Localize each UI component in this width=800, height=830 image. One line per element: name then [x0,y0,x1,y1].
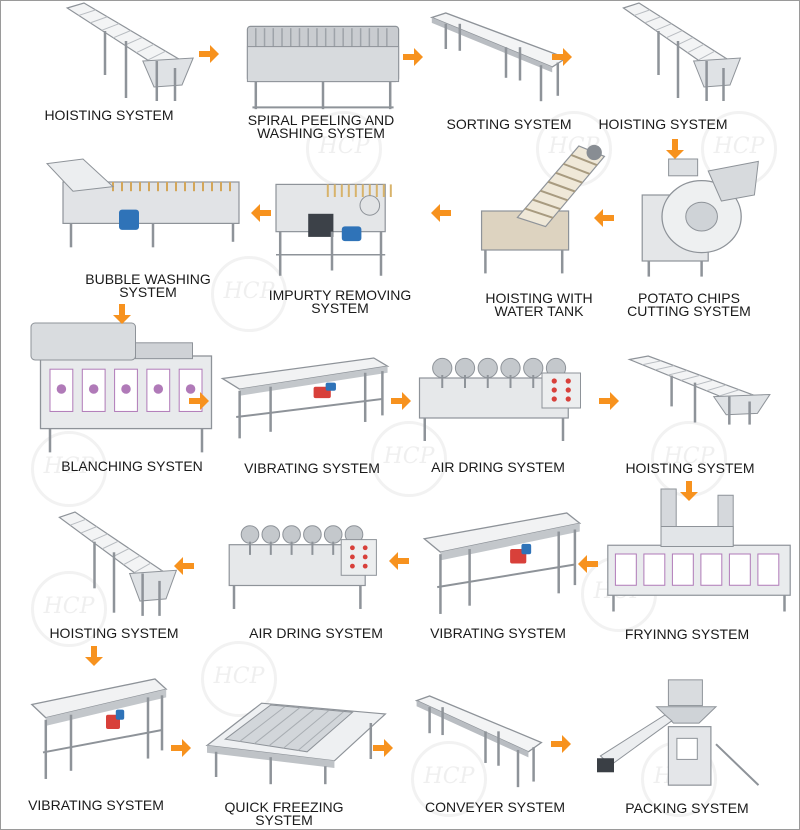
air-dryer-icon [418,357,581,441]
station-label-line: WASHING SYSTEM [257,125,385,141]
flow-arrow-icon [680,481,698,501]
flow-arrow-icon [431,204,451,222]
station-label: CONVEYER SYSTEM [424,799,566,815]
station-label-line: BUBBLE WASHING [85,271,211,287]
vibrating-screen-icon [422,512,582,614]
watermark-logo: HCP [201,641,277,717]
flow-arrow-icon [85,646,103,666]
vibrating-screen-icon [30,678,168,779]
station-label-line: HOISTING SYSTEM [598,116,728,132]
flow-arrow-icon [373,739,393,757]
station-label-line: VIBRATING SYSTEM [430,625,566,641]
belt-conveyor-icon [429,12,568,102]
flow-arrow-icon [189,392,209,410]
station-label-line: IMPURTY REMOVING [268,287,412,303]
flow-arrow-icon [199,45,219,63]
station-label: SORTING SYSTEM [446,116,572,132]
flow-arrow-icon [594,209,614,227]
watermark-logo: HCP [211,256,287,332]
flow-arrow-icon [403,48,423,66]
station-label-line: AIR DRING SYSTEM [431,459,565,475]
station-label: FRYINNG SYSTEM [624,626,750,642]
station-label: VIBRATING SYSTEM [244,460,380,476]
station-label-line: CONVEYER SYSTEM [424,799,566,815]
air-dryer-icon [228,525,377,609]
station-label: BLANCHING SYSTEN [61,458,203,474]
watermark-logo: HCP [31,431,107,507]
station-label: PACKING SYSTEM [625,800,749,816]
station-label: HOISTING SYSTEM [625,460,755,476]
incline-conveyor-icon [65,2,194,101]
station-label-line: WATER TANK [494,303,584,319]
station-label-line: PACKING SYSTEM [625,800,749,816]
impurity-tank-icon [275,183,392,276]
watermark-logo: HCP [371,421,447,497]
station-label-line: VIBRATING SYSTEM [28,797,164,813]
flow-arrow-icon [552,48,572,66]
station-label-line: HOISTING SYSTEM [625,460,755,476]
station-label: HOISTING SYSTEM [49,625,179,641]
flow-arrow-icon [389,552,409,570]
bucket-elevator-icon [480,144,606,274]
flow-arrow-icon [578,555,598,573]
belt-conveyor-icon [414,695,543,788]
flow-arrow-icon [599,392,619,410]
incline-conveyor-icon [58,511,178,616]
station-label-line: BLANCHING SYSTEN [61,458,203,474]
station-label: AIR DRING SYSTEM [249,625,383,641]
station-label-line: SYSTEM [255,812,313,828]
quick-freezer-icon [205,702,387,785]
station-label-line: SPIRAL PEELING AND [247,112,395,128]
flow-arrow-icon [666,139,684,159]
fryer-icon [607,488,791,612]
station-label: VIBRATING SYSTEM [28,797,164,813]
slicer-icon [641,158,759,277]
blancher-icon [30,322,213,453]
packing-machine-icon [597,679,760,786]
flow-arrow-icon [171,739,191,757]
watermark-logo: HCP [411,741,487,817]
station-label-line: CUTTING SYSTEM [627,303,751,319]
station-label-line: HOISTING WITH [485,290,593,306]
station-label-line: AIR DRING SYSTEM [249,625,383,641]
watermark-logo: HCP [31,571,107,647]
vibrating-screen-icon [220,357,390,439]
incline-conveyor-icon [627,355,771,425]
spiral-washer-icon [246,25,400,110]
station-label-line: HOISTING SYSTEM [49,625,179,641]
station-label-line: QUICK FREEZING [224,799,344,815]
station-label-line: SYSTEM [311,300,369,316]
flow-arrow-icon [391,392,411,410]
flow-arrow-icon [174,557,194,575]
flow-arrow-icon [251,204,271,222]
station-label: HOISTING SYSTEM [598,116,728,132]
station-label-line: VIBRATING SYSTEM [244,460,380,476]
station-label: VIBRATING SYSTEM [430,625,566,641]
flow-arrow-icon [551,735,571,753]
station-label-line: SYSTEM [119,284,177,300]
station-label-line: POTATO CHIPS [638,290,740,306]
station-label-line: FRYINNG SYSTEM [624,626,750,642]
station-label-line: HOISTING SYSTEM [44,107,174,123]
station-label: AIR DRING SYSTEM [431,459,565,475]
flow-arrow-icon [113,304,131,324]
station-label-line: SORTING SYSTEM [446,116,572,132]
incline-conveyor-icon [622,2,742,101]
station-label: HOISTING SYSTEM [44,107,174,123]
bubble-washer-icon [45,158,240,248]
